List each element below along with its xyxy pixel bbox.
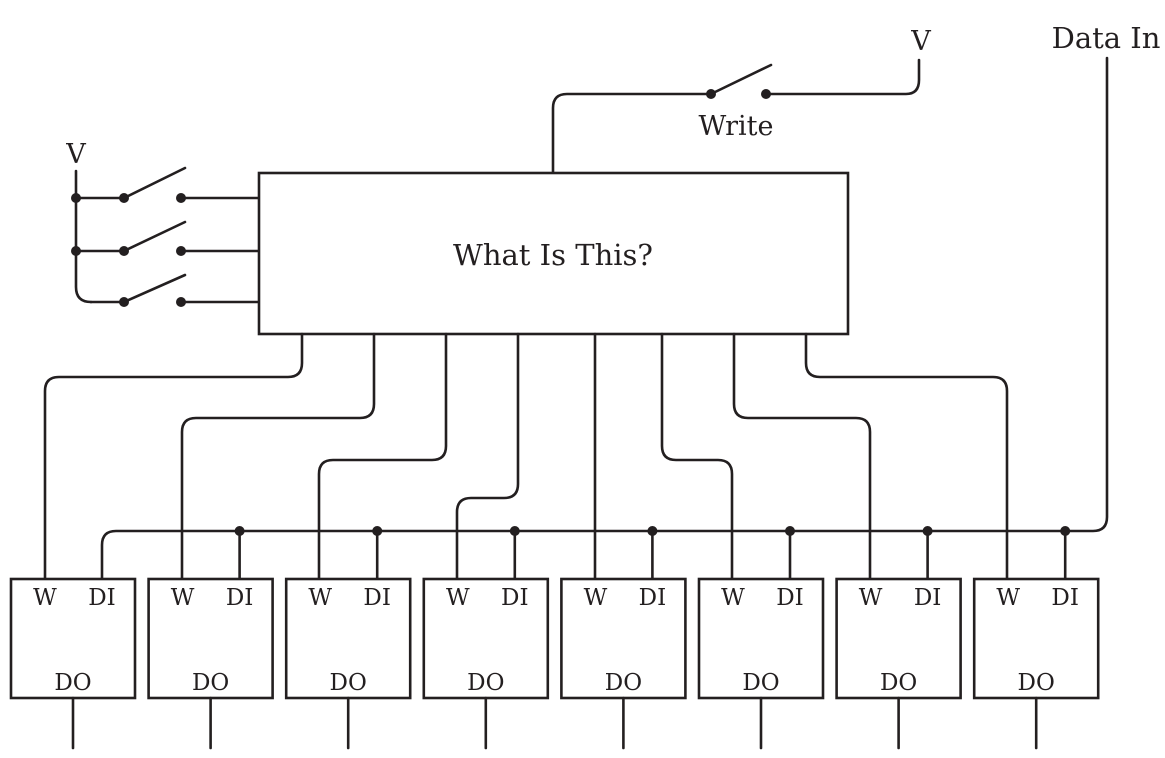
voltage-rail-left (74, 169, 93, 304)
latch-do-pin-label: DO (192, 670, 229, 696)
decoder-output-1 (43, 332, 304, 581)
bus-junction-dot (509, 526, 520, 536)
write-wire-to-voltage (764, 58, 921, 96)
decoder-output-4 (455, 332, 520, 581)
latch-5: W DI DO (560, 577, 687, 750)
latch-w-pin-label: W (308, 585, 332, 611)
decoder-outputs (43, 332, 1009, 581)
latch-di-pin-label: DI (1051, 585, 1079, 611)
write-label: Write (699, 111, 774, 142)
central-box-label: What Is This? (453, 238, 653, 272)
latch-di-pin-label: DI (914, 585, 942, 611)
latch-di-pin-label: DI (363, 585, 391, 611)
decoder-output-2 (180, 332, 376, 581)
bus-junction-dot (647, 526, 658, 536)
data-in-label: Data In (1052, 21, 1161, 55)
decoder-output-7 (732, 332, 872, 581)
bus-junction-dot (1060, 526, 1071, 536)
latch-do-pin-label: DO (1018, 670, 1055, 696)
junction-dot (71, 246, 81, 256)
latch-di-pin-label: DI (639, 585, 667, 611)
latch-di-pin-label: DI (776, 585, 804, 611)
switch-2[interactable] (119, 220, 261, 256)
central-box: What Is This? (257, 171, 850, 336)
voltage-label-top: V (910, 26, 931, 57)
latch-4: W DI DO (422, 577, 550, 750)
latch-do-pin-label: DO (467, 670, 504, 696)
latch-6: W DI DO (697, 577, 825, 750)
latch-w-pin-label: W (171, 585, 195, 611)
latch-1: W DI DO (9, 577, 137, 750)
junction-dot (71, 193, 81, 203)
latch-w-pin-label: W (584, 585, 608, 611)
write-wire-to-box (551, 92, 713, 175)
decoder-output-6 (660, 332, 734, 581)
latch-di-pin-label: DI (226, 585, 254, 611)
latch-3: W DI DO (284, 577, 412, 750)
data-in-wire (100, 56, 1109, 581)
latch-w-pin-label: W (996, 585, 1020, 611)
latch-do-pin-label: DO (330, 670, 367, 696)
data-in-bus: Data In (100, 21, 1161, 581)
latch-w-pin-label: W (721, 585, 745, 611)
latch-w-pin-label: W (446, 585, 470, 611)
latch-do-pin-label: DO (605, 670, 642, 696)
bus-junction-dot (234, 526, 245, 536)
decoder-output-8 (804, 332, 1009, 581)
bus-junction-dot (372, 526, 383, 536)
selector-switches: V (65, 139, 261, 307)
decoder-output-3 (317, 332, 448, 581)
switch-feed-wires (74, 196, 126, 304)
switch-3[interactable] (119, 273, 261, 307)
latch-w-pin-label: W (33, 585, 57, 611)
latch-w-pin-label: W (859, 585, 883, 611)
latch-di-pin-label: DI (501, 585, 529, 611)
bus-junction-dot (922, 526, 933, 536)
latch-do-pin-label: DO (54, 670, 91, 696)
latch-do-pin-label: DO (880, 670, 917, 696)
write-switch-group: V Write (551, 26, 931, 175)
bus-taps (234, 526, 1071, 581)
latch-2: W DI DO (147, 577, 274, 750)
latch-8: W DI DO (972, 577, 1100, 750)
bus-junction-dot (785, 526, 795, 536)
latch-di-pin-label: DI (88, 585, 116, 611)
write-switch[interactable] (706, 63, 773, 99)
latch-7: W DI DO (835, 577, 962, 750)
latch-row: W DI DO W DI DO W DI DO W DI DO W DI DO W DI DO W DI DO W DI DO (9, 577, 1100, 750)
latch-do-pin-label: DO (742, 670, 779, 696)
switch-1[interactable] (119, 166, 261, 203)
voltage-label-left: V (65, 139, 86, 170)
